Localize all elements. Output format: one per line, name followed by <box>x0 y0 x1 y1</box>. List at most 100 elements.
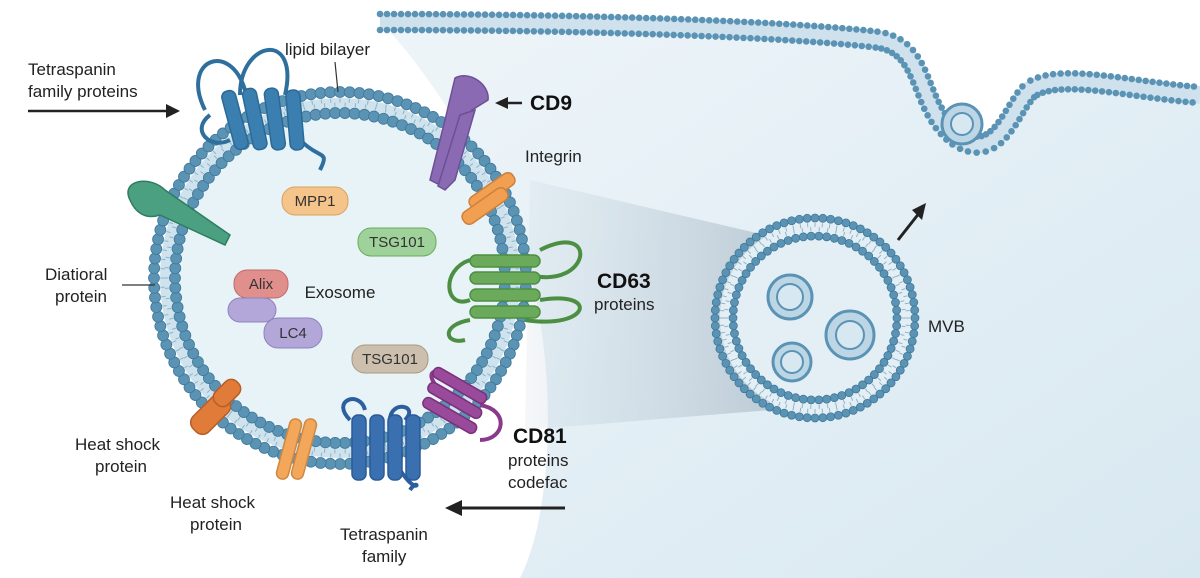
lipid-head <box>794 214 804 224</box>
lipid-head <box>769 384 779 394</box>
cargo-mpp1: MPP1 <box>281 186 349 216</box>
lipid-head <box>649 30 656 38</box>
lipid-head <box>718 351 728 361</box>
lipid-head <box>397 10 405 18</box>
lipid-head <box>544 28 552 35</box>
lipid-head <box>684 16 692 23</box>
lipid-head <box>734 344 744 353</box>
lipid-head <box>523 11 531 19</box>
lipid-head <box>740 18 748 26</box>
lipid-head <box>956 145 964 153</box>
lipid-head <box>530 28 538 35</box>
lipid-head <box>909 329 919 339</box>
lipid-head <box>765 402 775 412</box>
lipid-head <box>712 17 720 24</box>
lipid-head <box>1119 90 1127 98</box>
lipid-head <box>837 391 847 400</box>
lipid-head <box>889 290 899 300</box>
lipid-head <box>404 26 412 34</box>
lipid-head <box>745 237 755 247</box>
lipid-head <box>851 242 861 252</box>
lipid-head <box>804 22 811 29</box>
lipid-head <box>1019 109 1027 117</box>
lipid-head <box>713 336 723 346</box>
lipid-head <box>390 26 398 34</box>
lipid-head <box>907 336 917 346</box>
lipid-head <box>782 36 789 44</box>
cd81-label: CD81 <box>513 425 567 448</box>
secretion-arrow <box>896 211 922 241</box>
lipid-head <box>656 15 664 22</box>
lipid-head <box>1114 73 1122 81</box>
lipid-head <box>481 11 489 18</box>
lipid-head <box>319 107 332 120</box>
lipid-head <box>798 394 808 404</box>
lipid-head <box>798 232 808 242</box>
lipid-head <box>829 233 839 243</box>
lipid-head <box>746 364 755 374</box>
lipid-head <box>810 213 820 223</box>
lipid-head <box>502 11 510 19</box>
lipid-head <box>1183 82 1191 90</box>
lipid-head <box>715 344 725 354</box>
lipid-bilayer-label: lipid bilayer <box>285 40 370 59</box>
lipid-head <box>783 391 793 400</box>
lipid-head <box>1140 93 1147 101</box>
lipid-head <box>844 239 854 248</box>
lipid-head <box>397 26 405 34</box>
lipid-head <box>614 29 622 37</box>
lipid-head <box>1079 70 1086 77</box>
lipid-head <box>895 261 905 271</box>
lipid-head <box>446 26 454 34</box>
lipid-head <box>740 34 747 42</box>
lipid-head <box>1039 89 1047 96</box>
lipid-head <box>892 313 902 323</box>
lipid-head <box>910 305 920 315</box>
lipid-head <box>912 85 920 93</box>
lipid-head <box>363 88 375 101</box>
lipid-head <box>404 10 412 18</box>
lipid-head <box>1049 70 1057 78</box>
lipid-head <box>1128 75 1136 83</box>
lipid-head <box>348 107 361 120</box>
lipid-head <box>855 224 865 234</box>
lipid-head <box>998 113 1006 120</box>
lipid-head <box>490 373 502 386</box>
lipid-head <box>358 108 371 121</box>
lipid-head <box>787 410 797 420</box>
lipid-head <box>875 237 885 247</box>
lipid-head <box>663 15 671 22</box>
secretion-arrowhead <box>912 203 926 220</box>
lipid-head <box>1003 134 1011 141</box>
lipid-head <box>691 32 698 40</box>
lipid-head <box>670 31 677 39</box>
tetraspanin-bottom-label-2: family <box>362 547 407 566</box>
lipid-head <box>862 398 872 408</box>
lipid-head <box>889 336 899 346</box>
lipid-head <box>758 228 768 238</box>
lipid-head <box>411 26 419 34</box>
lipid-head <box>775 36 782 44</box>
lipid-head <box>314 87 327 99</box>
lipid-head <box>1071 86 1079 93</box>
svg-text:MPP1: MPP1 <box>295 193 336 210</box>
lipid-head <box>903 40 911 48</box>
lipid-head <box>904 67 911 74</box>
svg-text:TSG101: TSG101 <box>369 234 425 251</box>
lipid-head <box>1175 97 1182 105</box>
lipid-head <box>789 37 796 44</box>
cd9-label: CD9 <box>530 92 572 115</box>
lipid-head <box>932 124 940 132</box>
lipid-head <box>889 32 897 39</box>
lipid-head <box>425 10 433 18</box>
lipid-head <box>795 37 803 45</box>
lipid-head <box>579 12 587 20</box>
lipid-head <box>558 12 566 20</box>
lipid-head <box>222 150 235 163</box>
cargo-blank <box>227 297 277 323</box>
lipid-head <box>763 380 772 390</box>
lipid-head <box>728 305 738 315</box>
lipid-head <box>376 26 384 34</box>
lipid-head <box>1051 86 1059 94</box>
lipid-head <box>628 30 636 37</box>
